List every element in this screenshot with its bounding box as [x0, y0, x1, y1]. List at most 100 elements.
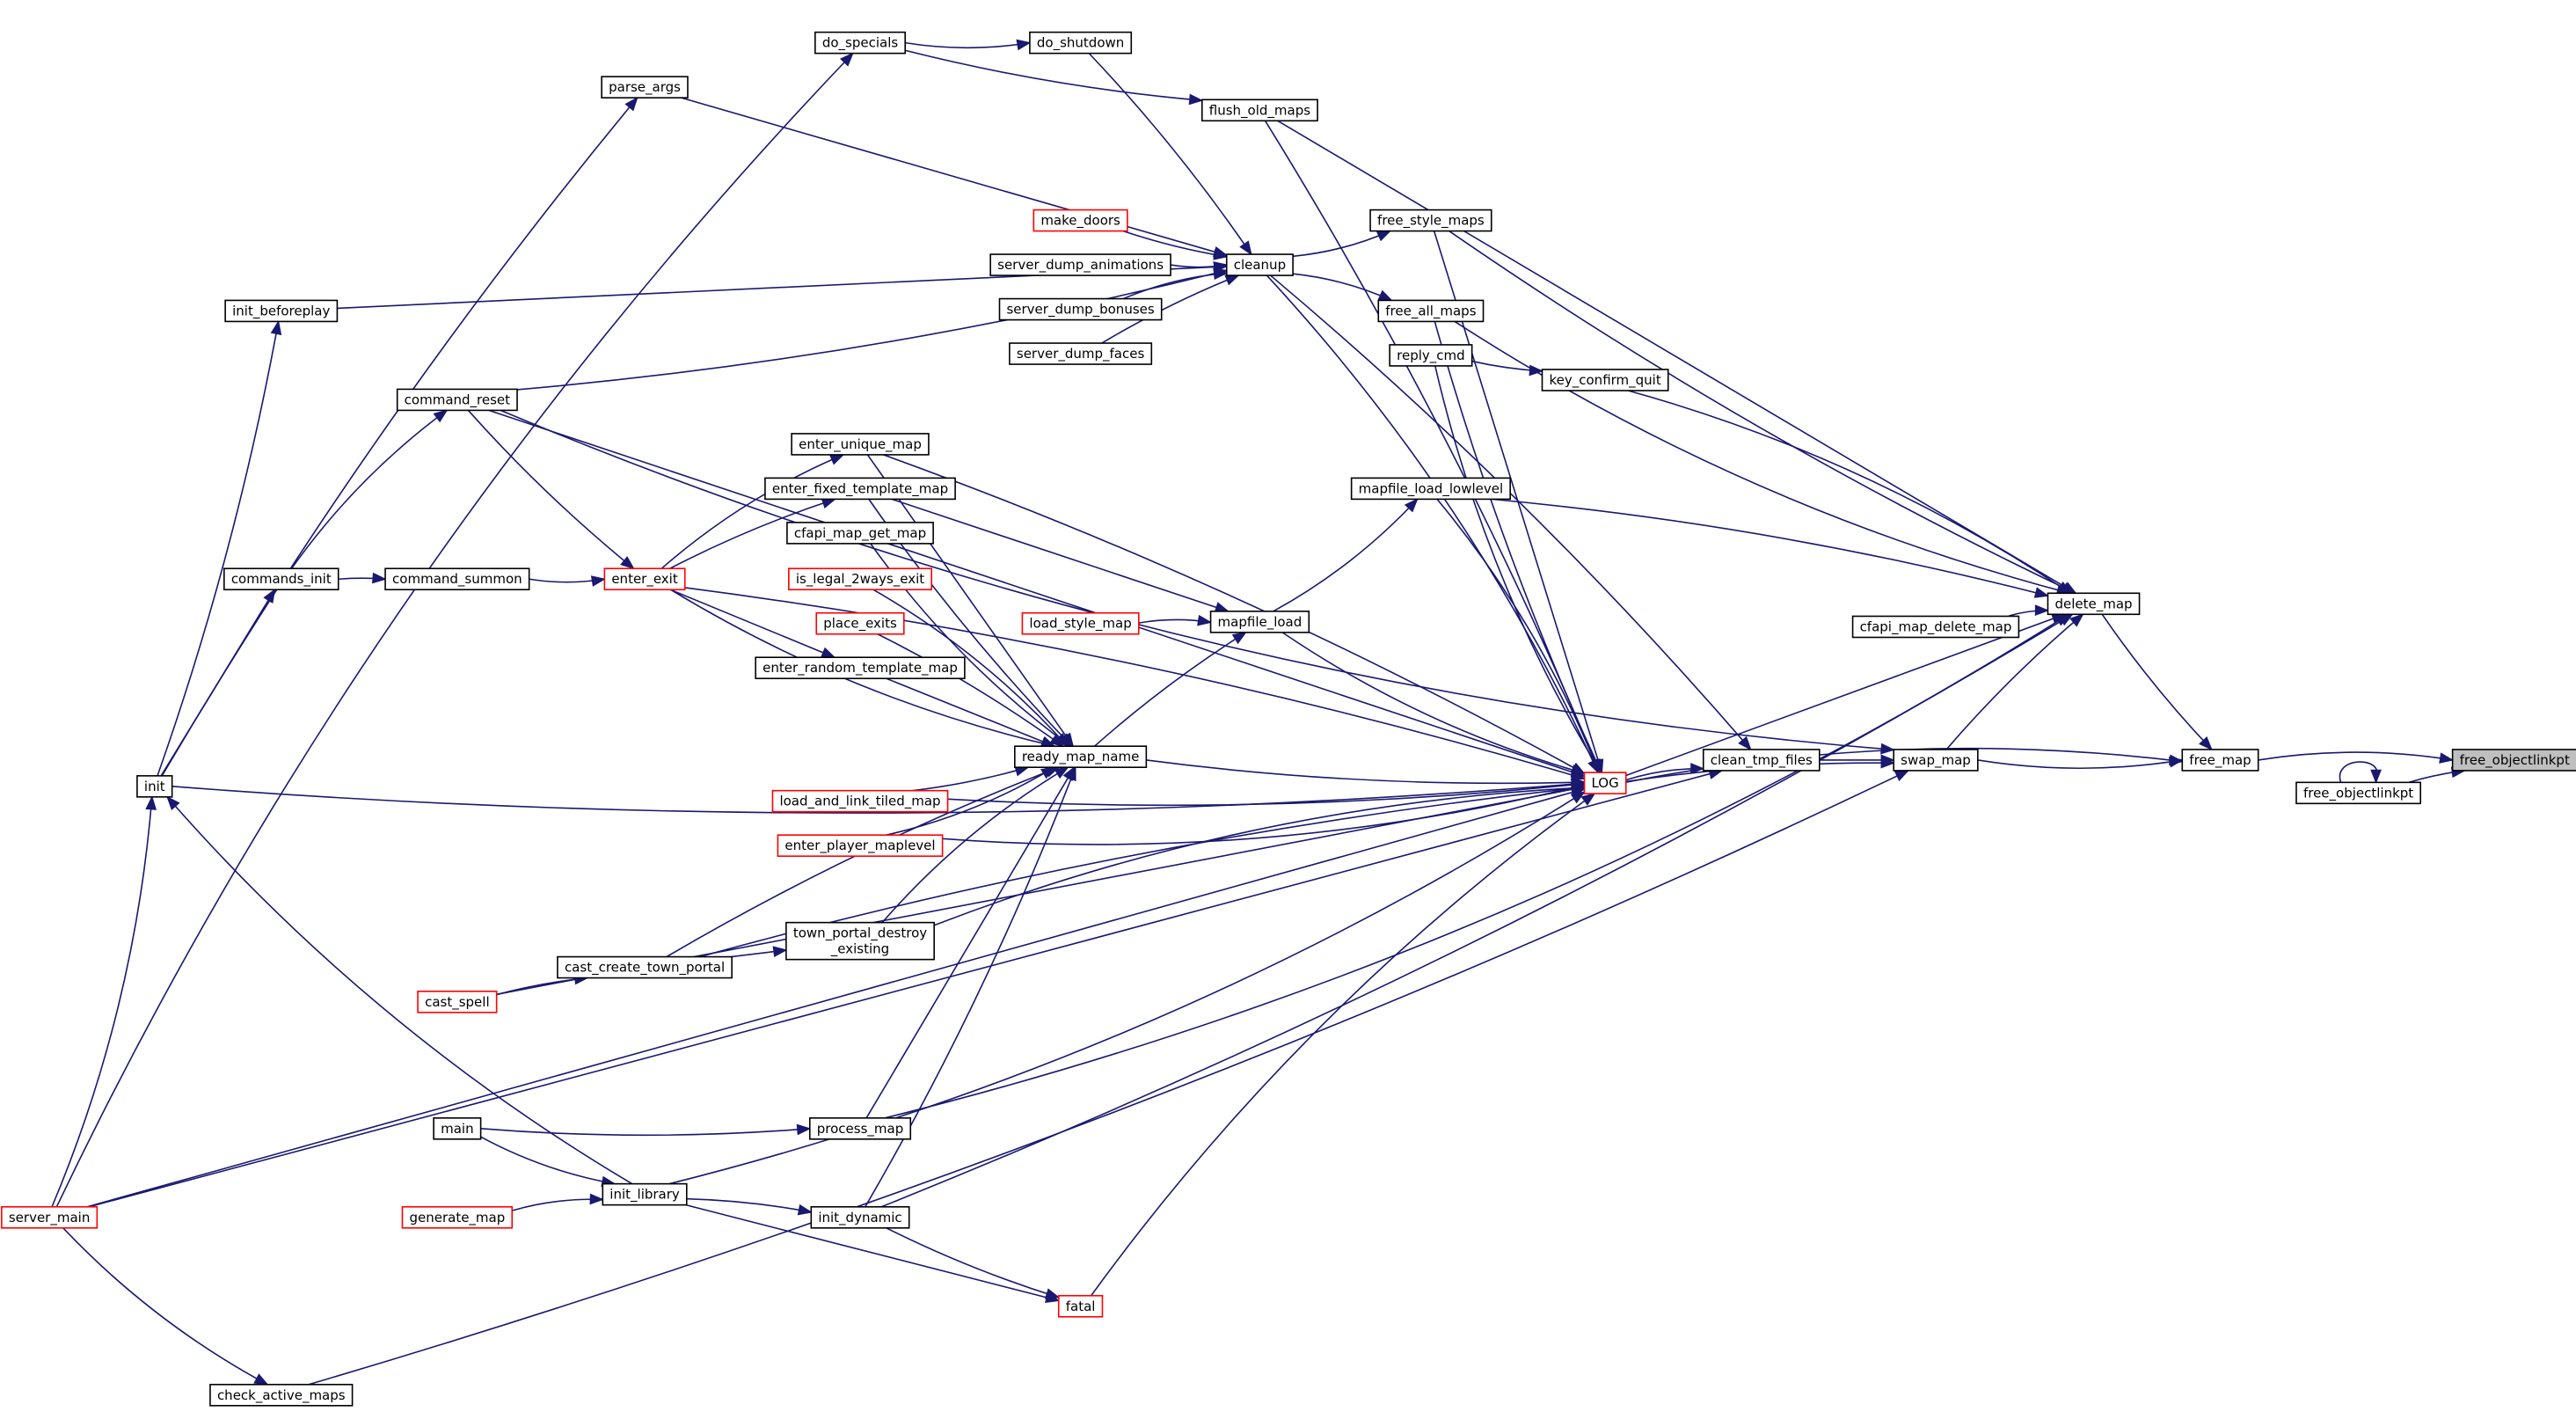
edge-line [668, 791, 1585, 1185]
node-fatal[interactable]: fatal [1057, 1294, 1104, 1318]
node-flush-old-maps[interactable]: flush_old_maps [1200, 99, 1318, 122]
node-init[interactable]: init [136, 775, 173, 798]
node-server-dump-faces[interactable]: server_dump_faces [1009, 342, 1153, 365]
node-enter-unique-map[interactable]: enter_unique_map [791, 433, 930, 456]
node-label: process_map [817, 1121, 903, 1138]
node-box [1209, 611, 1310, 633]
node-box [1225, 253, 1294, 276]
node-command-summon[interactable]: command_summon [384, 567, 530, 591]
node-server-dump-animations[interactable]: server_dump_animations [989, 253, 1171, 276]
node-do-shutdown[interactable]: do_shutdown [1029, 31, 1133, 55]
edge-arrowhead [1377, 289, 1393, 302]
edge-arrowhead [145, 795, 157, 810]
node-generate-map[interactable]: generate_map [401, 1206, 514, 1229]
edge-init-dynamic-to-ready-map-name [865, 765, 1076, 1208]
node-ready-map-name[interactable]: ready_map_name [1014, 745, 1148, 769]
edge-line [512, 1198, 603, 1211]
edge-line [1122, 230, 1227, 258]
node-label: flush_old_maps [1209, 102, 1310, 119]
node-free-style-maps[interactable]: free_style_maps [1369, 209, 1492, 232]
edge-free-style-maps-to-delete-map [1449, 230, 2077, 595]
node-key-confirm-quit[interactable]: key_confirm_quit [1541, 369, 1669, 391]
node-place-exits[interactable]: place_exits [815, 611, 905, 635]
edge-server-main-to-LOG [86, 786, 1587, 1208]
node-box [2295, 781, 2421, 805]
edge-line [480, 1128, 810, 1137]
edge-init-to-LOG [171, 779, 1587, 814]
node-parse-args[interactable]: parse_args [601, 76, 689, 99]
edge-free-map-to-free-objectlinkpt-root [2258, 751, 2455, 764]
edge-cleanup-to-free-all-maps [1293, 273, 1393, 302]
node-make-doors[interactable]: make_doors [1033, 209, 1128, 232]
node-LOG[interactable]: LOG [1583, 772, 1627, 794]
node-label: free_objectlinkpt [2303, 785, 2413, 801]
node-town-portal-destroy-existing[interactable]: town_portal_destroy_existing [785, 921, 935, 961]
node-init-beforeplay[interactable]: init_beforeplay [224, 299, 339, 323]
node-cfapi-map-delete-map[interactable]: cfapi_map_delete_map [1851, 615, 2020, 639]
edge-arrowhead [1570, 786, 1587, 798]
node-box [764, 477, 956, 501]
edge-arrowhead [1738, 735, 1752, 751]
node-commands-init[interactable]: commands_init [223, 567, 339, 591]
node-free-all-maps[interactable]: free_all_maps [1377, 299, 1485, 323]
node-is-legal-2ways-exit[interactable]: is_legal_2ways_exit [788, 567, 932, 591]
edge-mapfile-load-lowlevel-to-LOG [1436, 498, 1600, 774]
node-box [2181, 749, 2259, 772]
node-server-main[interactable]: server_main [1, 1206, 99, 1229]
node-box [433, 1117, 482, 1140]
node-load-and-link-tiled-map[interactable]: load_and_link_tiled_map [771, 789, 949, 813]
node-free-map[interactable]: free_map [2181, 749, 2259, 772]
node-label: free_all_maps [1385, 303, 1476, 319]
node-do-specials[interactable]: do_specials [814, 31, 906, 55]
node-box [1851, 615, 2020, 639]
node-box [1893, 749, 1979, 772]
edge-cast-create-town-portal-to-town-portal-destroy-existing [731, 946, 788, 958]
node-label: main [441, 1121, 473, 1137]
node-clean-tmp-files[interactable]: clean_tmp_files [1702, 749, 1821, 772]
edge-arrowhead [270, 319, 282, 335]
node-check-active-maps[interactable]: check_active_maps [209, 1383, 354, 1407]
node-swap-map[interactable]: swap_map [1893, 749, 1979, 772]
node-box [2047, 592, 2141, 616]
node-command-reset[interactable]: command_reset [396, 388, 518, 412]
edge-line [1277, 120, 2076, 594]
node-cleanup[interactable]: cleanup [1225, 253, 1294, 276]
node-free-objectlinkpt[interactable]: free_objectlinkpt [2295, 781, 2421, 805]
node-enter-exit[interactable]: enter_exit [603, 567, 686, 591]
node-enter-random-template-map[interactable]: enter_random_template_map [755, 656, 966, 680]
edge-line [1270, 274, 1752, 750]
node-server-dump-bonuses[interactable]: server_dump_bonuses [998, 297, 1163, 321]
node-reply-cmd[interactable]: reply_cmd [1389, 344, 1473, 367]
edges-layer [51, 39, 2466, 1386]
node-enter-player-maplevel[interactable]: enter_player_maplevel [777, 834, 944, 857]
node-process-map[interactable]: process_map [808, 1117, 912, 1140]
node-label: mapfile_load_lowlevel [1359, 480, 1504, 497]
node-label: clean_tmp_files [1711, 752, 1813, 769]
node-box [785, 921, 935, 961]
edge-arrowhead [2034, 604, 2050, 617]
node-mapfile-load[interactable]: mapfile_load [1209, 611, 1310, 633]
edge-command-summon-to-enter-exit [529, 575, 606, 587]
node-cast-spell[interactable]: cast_spell [417, 991, 498, 1013]
node-box [1057, 1294, 1104, 1318]
node-init-library[interactable]: init_library [602, 1182, 688, 1206]
node-main[interactable]: main [433, 1117, 482, 1140]
edge-line [669, 498, 836, 569]
node-init-dynamic[interactable]: init_dynamic [810, 1206, 910, 1229]
node-label: command_reset [405, 391, 510, 408]
edge-arrowhead [820, 647, 836, 658]
edge-line [308, 770, 1909, 1386]
node-load-style-map[interactable]: load_style_map [1021, 611, 1140, 635]
node-delete-map[interactable]: delete_map [2047, 592, 2141, 616]
edge-arrowhead [2056, 581, 2072, 595]
node-enter-fixed-template-map[interactable]: enter_fixed_template_map [764, 477, 956, 501]
node-cfapi-map-get-map[interactable]: cfapi_map_get_map [786, 522, 934, 545]
edge-arrowhead [1044, 1288, 1061, 1299]
node-label: mapfile_load [1218, 614, 1303, 631]
node-cast-create-town-portal[interactable]: cast_create_town_portal [557, 955, 733, 979]
edge-line [1090, 793, 1595, 1297]
edge-arrowhead [2069, 613, 2084, 627]
node-mapfile-load-lowlevel[interactable]: mapfile_load_lowlevel [1350, 477, 1511, 501]
node-free-objectlinkpt-root[interactable]: free_objectlinkpt [2451, 749, 2576, 772]
node-label: _existing [830, 941, 889, 958]
